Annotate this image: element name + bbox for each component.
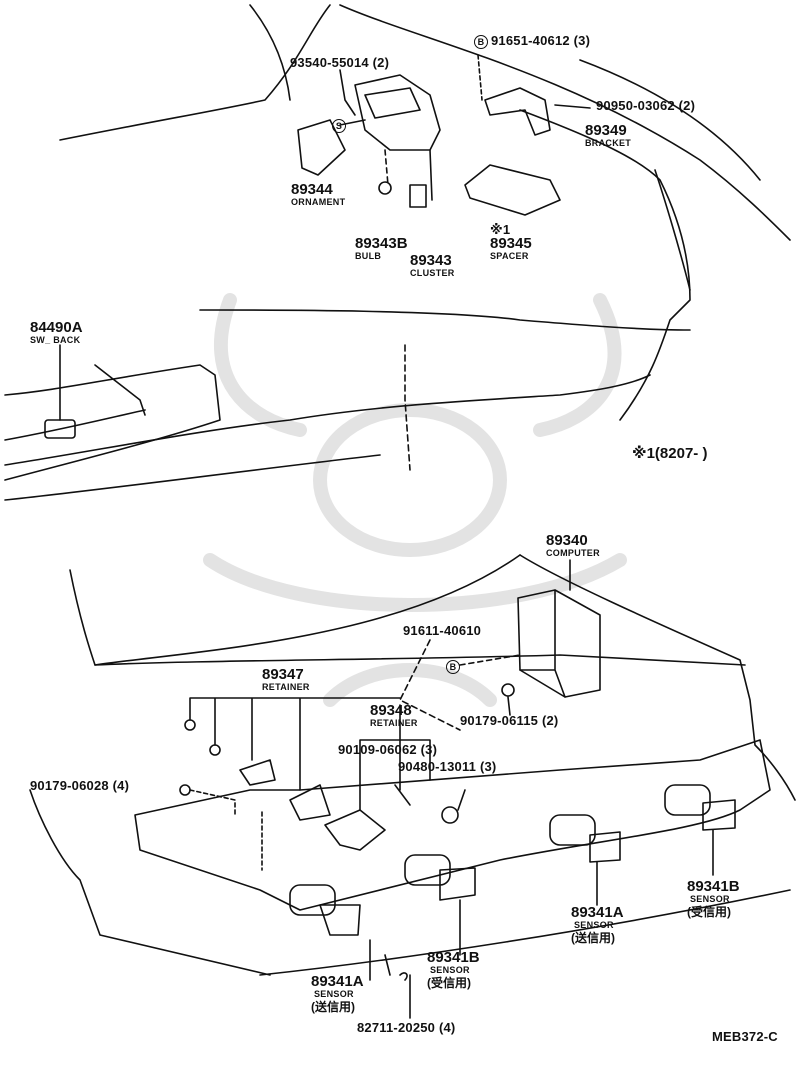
part-93540: 93540-55014 (2) — [290, 55, 390, 70]
part-91611: 91611-40610 — [403, 623, 482, 638]
quarter-panel — [4, 364, 221, 481]
bumper — [134, 739, 771, 911]
back-switch — [44, 344, 76, 439]
part-90179-06115: 90179-06115 (2) — [460, 713, 559, 728]
sensor-right-b — [664, 784, 736, 876]
part-84490a: 84490A SW_ BACK — [30, 319, 83, 345]
part-90480: 90480-13011 (3) — [398, 759, 497, 774]
part-89343b: 89343B BULB — [355, 235, 408, 261]
part-89340: 89340 COMPUTER — [546, 532, 600, 558]
part-89341a-left: 89341A SENSOR (送信用) — [311, 973, 364, 1014]
retainer-bracket — [239, 759, 276, 786]
b-marker-lower: B — [446, 659, 463, 674]
production-date-note: ※1(8207- ) — [632, 445, 708, 462]
part-89343: 89343 CLUSTER — [410, 252, 455, 278]
sensor-right-a — [549, 814, 621, 906]
spacer — [464, 164, 561, 216]
bracket — [484, 87, 551, 136]
s-mark-icon: S — [332, 118, 346, 133]
body-line-upper — [59, 4, 331, 141]
part-89341b-right: 89341B SENSOR (受信用) — [687, 878, 740, 919]
drawing-code: MEB372-C — [712, 1029, 778, 1044]
part-90179-06028: 90179-06028 (4) — [30, 778, 130, 793]
computer-unit — [517, 559, 601, 698]
part-89344: 89344 ORNAMENT — [291, 181, 346, 207]
part-89341b-left: 89341B SENSOR (受信用) — [427, 949, 480, 990]
watermark-emblem — [203, 293, 627, 707]
part-82711: 82711-20250 (4) — [357, 1020, 456, 1035]
b-mark-icon: B — [446, 659, 460, 674]
cluster-assembly — [354, 74, 441, 208]
part-90950: 90950-03062 (2) — [596, 98, 696, 113]
part-89348: 89348 RETAINER — [370, 702, 418, 728]
part-90109: 90109-06062 (3) — [338, 742, 438, 757]
part-89341a-right: 89341A SENSOR (送信用) — [571, 904, 624, 945]
part-89349: 89349 BRACKET — [585, 122, 632, 148]
part-89347: 89347 RETAINER — [262, 666, 310, 692]
sensor-left-a — [289, 884, 411, 1019]
shelf-line — [199, 309, 691, 331]
b-mark-icon: B — [474, 34, 488, 49]
lower-body-line — [69, 554, 521, 666]
part-89345: ※1 89345 SPACER — [490, 222, 532, 261]
ornament — [297, 119, 346, 176]
sensor-left-b — [404, 854, 476, 956]
s-marker: S — [332, 118, 349, 133]
